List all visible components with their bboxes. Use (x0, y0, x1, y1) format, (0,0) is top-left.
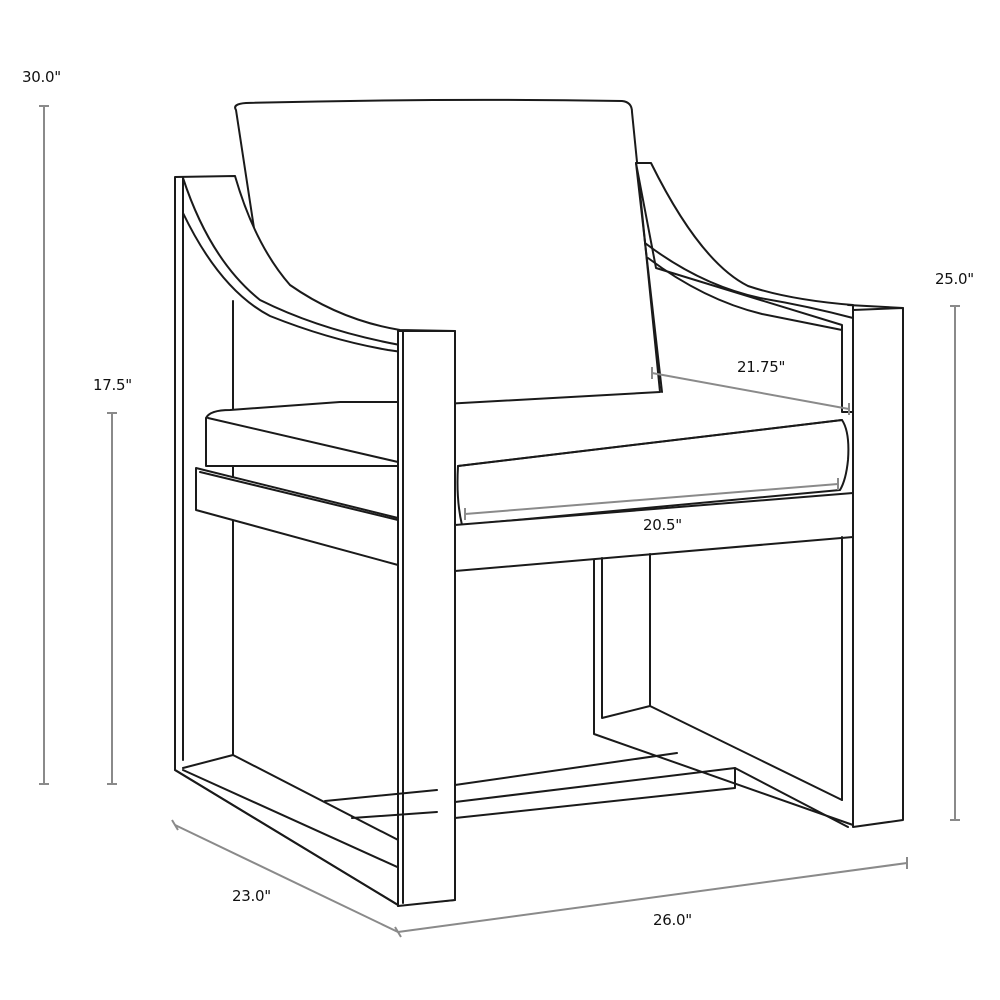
right-arm-post (847, 304, 904, 828)
seat-depth-label: 21.75" (737, 358, 786, 376)
seat-width-label: 20.5" (643, 516, 682, 534)
overall-depth-label: 23.0" (232, 887, 271, 905)
arm-height-label: 25.0" (935, 270, 974, 288)
overall-height-label: 30.0" (22, 68, 61, 86)
rear-leg-frame (593, 536, 854, 826)
seat-cushion (205, 401, 850, 526)
seat-height-label: 17.5" (93, 376, 132, 394)
seat-front-rail (195, 467, 854, 572)
dimension-lines (39, 105, 960, 938)
left-arm-post (397, 330, 456, 907)
bottom-stretcher (324, 752, 849, 828)
overall-width-label: 26.0" (653, 911, 692, 929)
